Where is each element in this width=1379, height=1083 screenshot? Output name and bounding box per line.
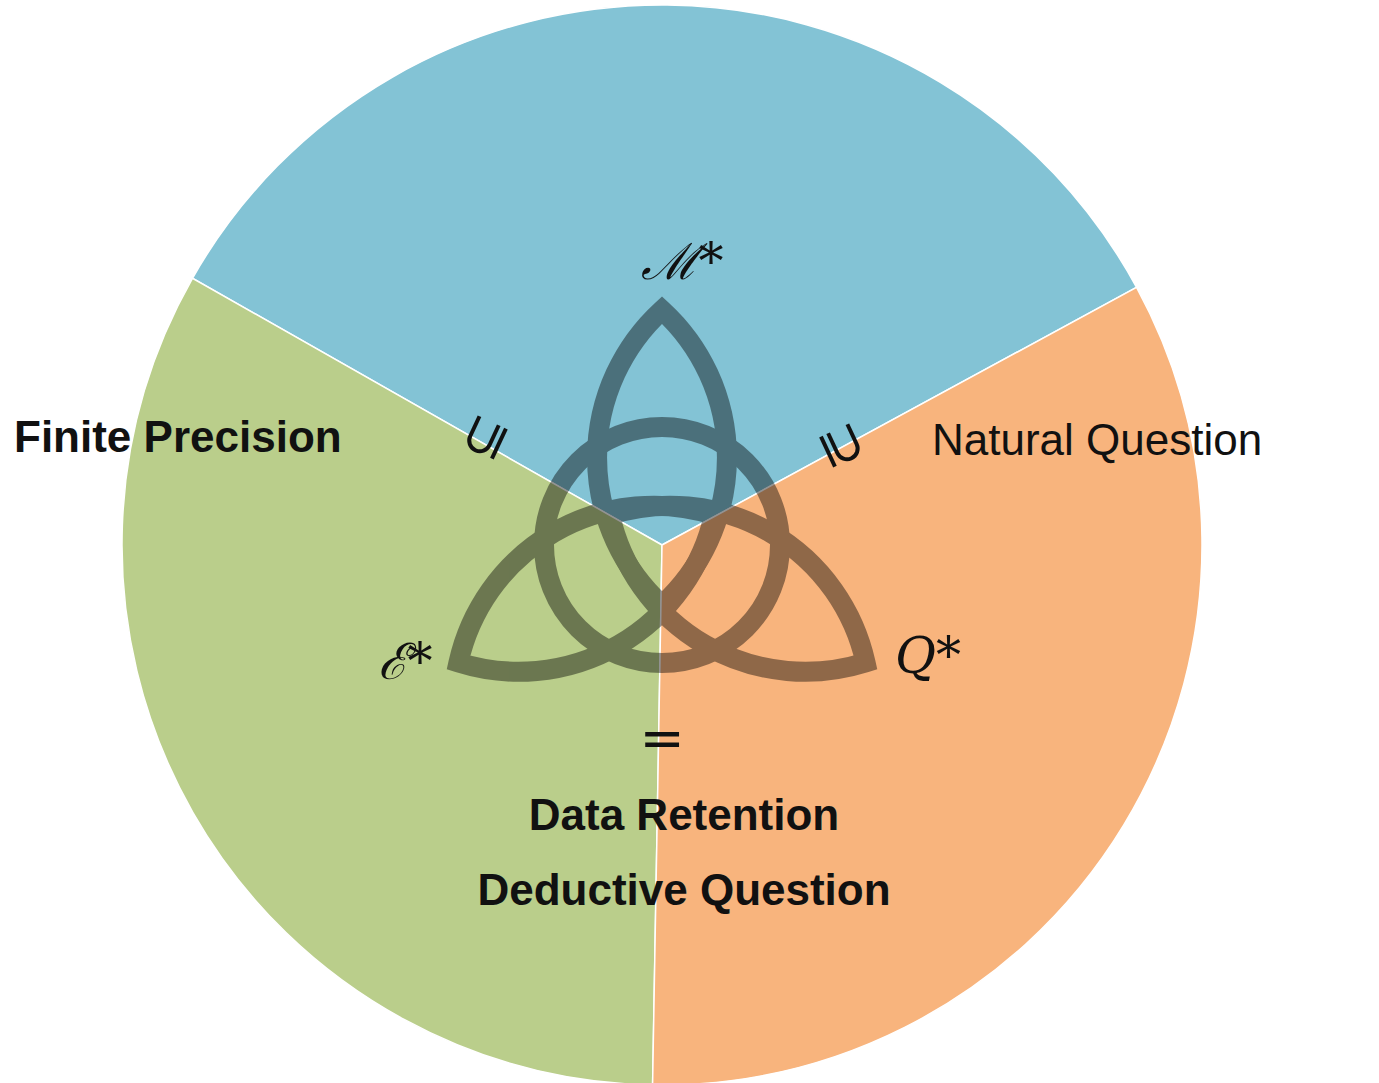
- region-label: Natural Question: [932, 416, 1262, 464]
- model-sector: ℳ*: [122, 5, 1202, 1083]
- sector-shape: [122, 5, 1202, 1083]
- region-label: Finite Precision: [14, 413, 342, 461]
- error-sector: ℰ*: [122, 5, 1202, 1083]
- sector-shape: [122, 5, 1202, 1083]
- set-symbol: ℰ*: [378, 635, 433, 690]
- set-symbol: Q*: [895, 629, 961, 684]
- sector-fill: [122, 278, 662, 1083]
- set-symbol: ℳ*: [641, 235, 724, 290]
- region-label: Deductive Question: [477, 866, 890, 914]
- sector-shape: [122, 5, 1202, 1083]
- question-sector: Q*: [122, 5, 1202, 1083]
- relation-symbol: =: [639, 708, 684, 767]
- region-label: Data Retention: [529, 791, 839, 839]
- sector-fill: [653, 287, 1202, 1083]
